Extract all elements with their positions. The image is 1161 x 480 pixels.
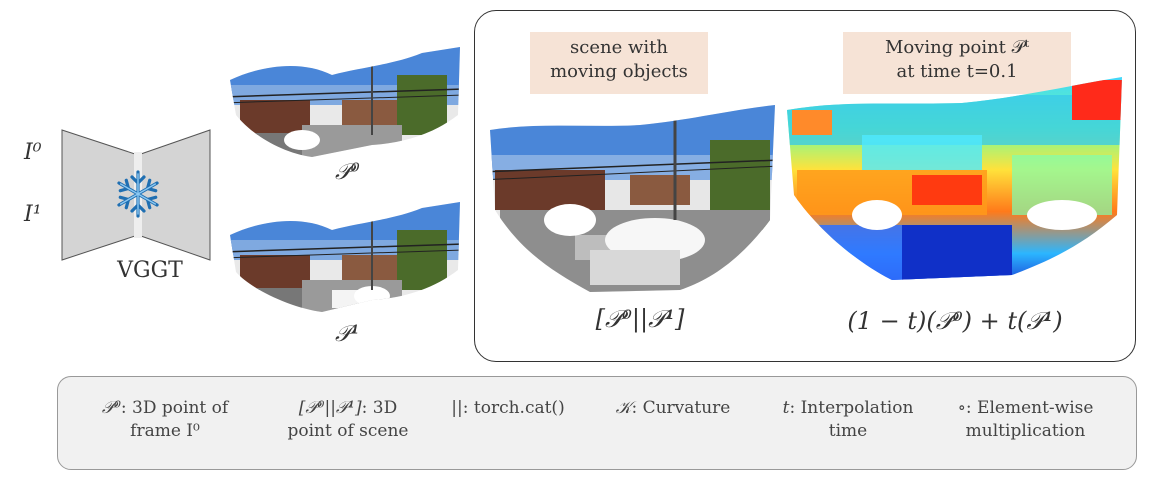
legend-symbol: [𝒫⁰||𝒫¹]	[298, 398, 362, 418]
vggt-block: I⁰ I¹	[20, 120, 220, 283]
legend-text-line2: multiplication	[965, 421, 1086, 441]
legend-item-time: t: Interpolation time	[773, 397, 923, 443]
legend-text-line2: frame I⁰	[130, 421, 200, 441]
legend-symbol: ∘	[957, 398, 966, 418]
scene-title-line1: scene with	[570, 37, 668, 58]
moving-point-cloud-heatmap	[787, 77, 1122, 280]
legend-text-line2: time	[828, 421, 868, 441]
legend-text: : Curvature	[631, 398, 731, 418]
input-frame-1-label: I¹	[24, 202, 42, 227]
legend-symbol: t	[782, 398, 790, 418]
legend-text: : torch.cat()	[462, 398, 565, 418]
input-frame-0-label: I⁰	[24, 140, 42, 165]
legend-item-point-scene: [𝒫⁰||𝒫¹]: 3D point of scene	[263, 397, 433, 443]
snowflake-icon	[112, 168, 164, 220]
legend-symbol: 𝒫⁰	[101, 398, 121, 418]
legend-item-point-frame: 𝒫⁰: 3D point of frame I⁰	[80, 397, 250, 443]
scene-formula: [𝒫⁰||𝒫¹]	[595, 305, 685, 333]
legend-box: 𝒫⁰: 3D point of frame I⁰ [𝒫⁰||𝒫¹]: 3D po…	[57, 376, 1137, 470]
point-cloud-p1	[222, 200, 462, 320]
legend-item-elementwise: ∘: Element-wise multiplication	[938, 397, 1113, 443]
moving-panel-title: Moving point 𝒫ᵗ at time t=0.1	[843, 32, 1071, 94]
point-cloud-p1-image	[230, 202, 460, 312]
scene-title-line2: moving objects	[550, 61, 688, 82]
legend-item-concat: ||: torch.cat()	[433, 397, 583, 420]
scene-point-cloud	[480, 100, 780, 295]
interpolation-panel-frame	[474, 10, 1136, 362]
legend-text: : Element-wise	[965, 398, 1094, 418]
legend-text: : 3D point of	[120, 398, 229, 418]
moving-formula: (1 − t)(𝒫⁰) + t(𝒫¹)	[847, 307, 1063, 335]
p1-label: 𝒫¹	[335, 322, 360, 347]
moving-title-line2: at time t=0.1	[896, 61, 1018, 82]
moving-title-line1: Moving point 𝒫ᵗ	[884, 37, 1030, 58]
scene-point-cloud-image	[490, 105, 775, 292]
point-cloud-p0	[222, 45, 462, 165]
vggt-label: VGGT	[117, 258, 183, 283]
moving-point-cloud	[782, 75, 1127, 285]
legend-symbol: ||	[451, 398, 463, 418]
legend-text: : 3D	[361, 398, 398, 418]
point-cloud-p0-image	[230, 47, 460, 157]
legend-item-curvature: 𝒦: Curvature	[598, 397, 748, 420]
legend-text-line2: point of scene	[287, 421, 409, 441]
legend-symbol: 𝒦	[615, 398, 632, 418]
legend-text: : Interpolation	[789, 398, 914, 418]
p0-label: 𝒫⁰	[335, 160, 360, 185]
scene-panel-title: scene with moving objects	[530, 32, 708, 94]
